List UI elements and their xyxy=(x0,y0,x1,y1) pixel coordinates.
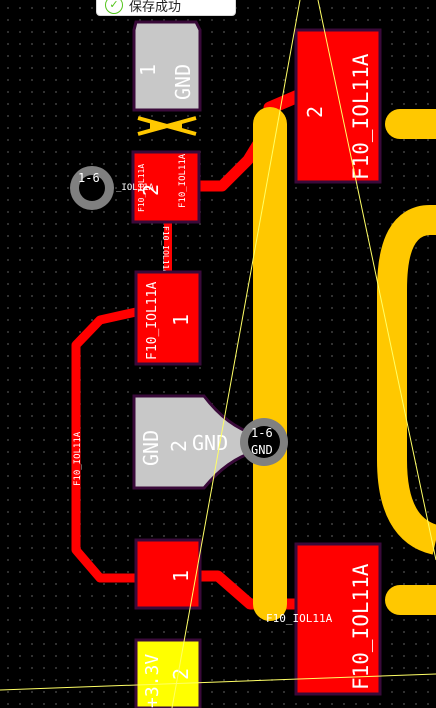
pad-net-c-net: F10_IOL11A xyxy=(145,282,160,360)
via-mid-net: GND xyxy=(251,443,273,457)
via-mid-layer: 1-6 xyxy=(251,426,273,440)
pad-net-bottom-right-net: F10_IOL11A xyxy=(349,563,373,690)
selected-track-right-loop[interactable] xyxy=(377,205,436,555)
pad-net-f-num: 1 xyxy=(169,570,193,582)
pad-net-f[interactable] xyxy=(134,538,202,610)
check-circle-icon: ✓ xyxy=(105,0,123,14)
pad-gnd-mid-num: 2 xyxy=(167,440,191,452)
bowtie-fill xyxy=(150,120,182,132)
pad-net-bottom-right[interactable] xyxy=(294,542,382,696)
pad-net-b-net: F10_IOL11A xyxy=(178,153,188,208)
trace-vertical-label: F10_IOL11A xyxy=(73,431,83,486)
trace-bottom-label: F10_IOL11A xyxy=(266,612,333,625)
pad-power-net: +3.3V xyxy=(142,654,163,708)
pad-gnd-top[interactable] xyxy=(132,20,202,112)
pad-net-c-num: 1 xyxy=(169,314,193,326)
pad-net-top-right[interactable] xyxy=(294,28,382,184)
trace-small-label: F10_IOL11A xyxy=(161,226,170,274)
via-top-layer: 1-6 xyxy=(78,171,100,185)
pad-power-num: 2 xyxy=(169,668,193,680)
toast-message: 保存成功 xyxy=(129,0,182,15)
pad-gnd-top-net: GND xyxy=(171,64,195,100)
pad-net-top-right-num: 2 xyxy=(303,106,327,118)
via-top-net: _IOL11A xyxy=(116,183,155,193)
pad-gnd-top-num: 1 xyxy=(136,64,160,76)
pad-net-b[interactable] xyxy=(131,150,201,224)
via-top-hole xyxy=(79,175,105,201)
via-mid-hole xyxy=(248,426,280,458)
trace-tiny-label: F10_IOL11A xyxy=(137,164,146,212)
pad-gnd-mid-side-net: GND xyxy=(192,431,228,455)
pad-gnd-mid-net: GND xyxy=(139,430,163,466)
pad-net-b-num: 2 xyxy=(139,184,163,196)
ratsnest-line-2 xyxy=(317,0,436,561)
save-toast: ✓ 保存成功 xyxy=(96,0,236,16)
ratsnest-line-1 xyxy=(171,0,301,708)
pad-power[interactable] xyxy=(134,638,202,708)
pad-net-c[interactable] xyxy=(134,270,202,366)
pad-net-top-right-net: F10_IOL11A xyxy=(349,53,373,180)
trace-left-loop[interactable] xyxy=(71,307,137,583)
ratsnest-line-3 xyxy=(0,673,436,691)
